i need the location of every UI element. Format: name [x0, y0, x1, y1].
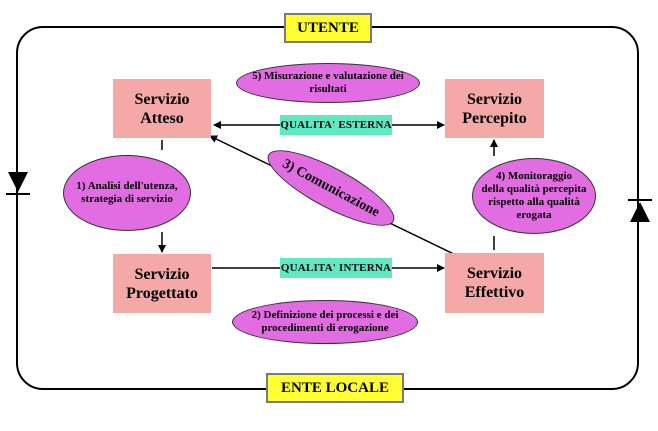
- ente-locale-label: ENTE LOCALE: [266, 373, 404, 403]
- qualita-esterna-label: QUALITA' ESTERNA: [280, 115, 392, 135]
- utente-label: UTENTE: [284, 13, 372, 43]
- step1-ellipse: 1) Analisi dell'utenza,strategia di serv…: [63, 155, 191, 231]
- left-flow-arrow: [6, 172, 30, 195]
- right-flow-arrow: [628, 199, 652, 222]
- qualita-interna-label: QUALITA' INTERNA: [280, 258, 392, 278]
